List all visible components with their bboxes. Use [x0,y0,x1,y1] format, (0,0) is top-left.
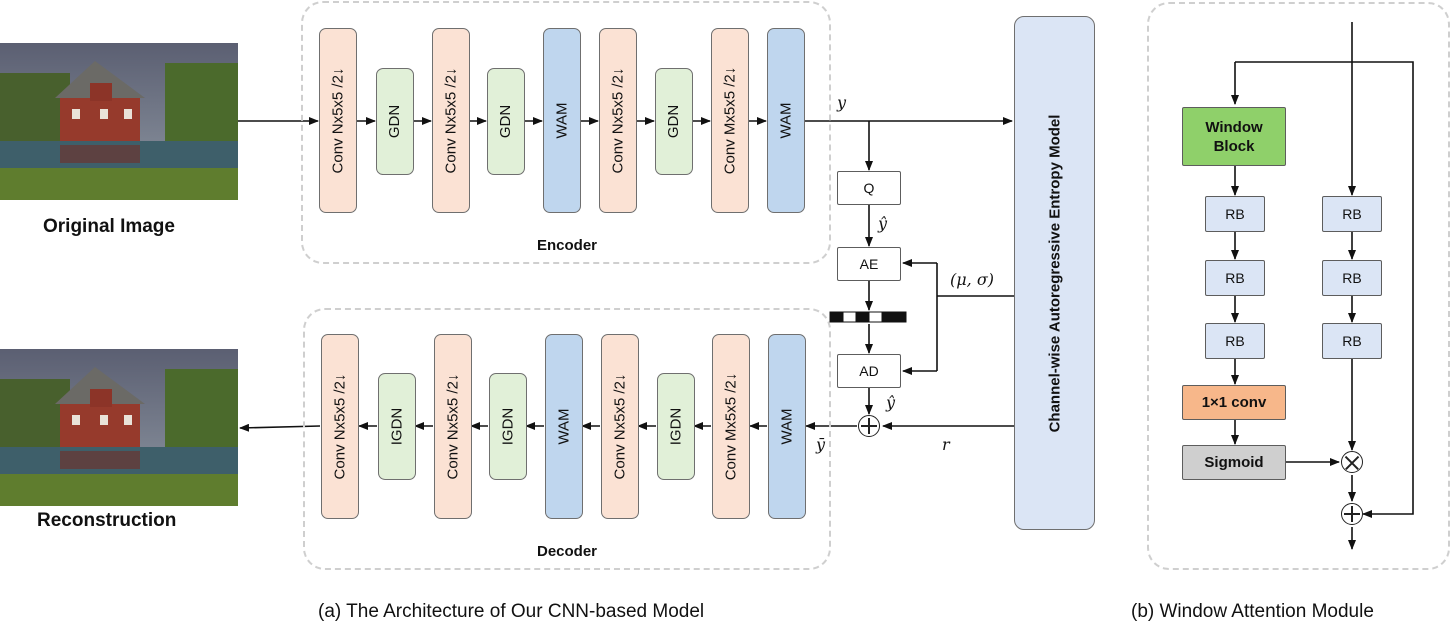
quantizer-box: Q [837,171,901,205]
rb-left-2: RB [1205,260,1265,296]
wam-frame [1147,2,1450,570]
encoder-wam-1: WAM [543,28,581,213]
residual-add-operator [858,415,880,437]
encoder-conv-3: Conv Nx5x5 /2↓ [599,28,637,213]
decoder-igdn-3: IGDN [657,373,695,480]
original-image-label: Original Image [43,216,175,237]
symbol-y-hat: ŷ [878,214,888,233]
decoder-label: Decoder [537,543,598,560]
encoder-frame [301,1,831,264]
conv-1x1-block: 1×1 conv [1182,385,1286,420]
encoder-gdn-1: GDN [376,68,414,175]
original-image [0,43,238,200]
rb-left-1: RB [1205,196,1265,232]
decoder-wam-1: WAM [545,334,583,519]
decoder-conv-1: Conv Nx5x5 /2↓ [321,334,359,519]
window-block: Window Block [1182,107,1286,166]
encoder-gdn-3: GDN [655,68,693,175]
caption-b: (b) Window Attention Module [1131,601,1374,622]
multiply-operator [1341,451,1363,473]
encoder-wam-2: WAM [767,28,805,213]
arithmetic-encoder-box: AE [837,247,901,281]
decoder-conv-3: Conv Nx5x5 /2↓ [601,334,639,519]
rb-right-2: RB [1322,260,1382,296]
symbol-mu-sigma: (μ, σ) [950,270,994,289]
reconstruction-image [0,349,238,506]
decoder-igdn-2: IGDN [489,373,527,480]
wam-add-operator [1341,503,1363,525]
encoder-label: Encoder [537,237,598,254]
symbol-y-bar: ȳ [816,435,826,454]
rb-left-3: RB [1205,323,1265,359]
rb-right-1: RB [1322,196,1382,232]
encoder-conv-1: Conv Nx5x5 /2↓ [319,28,357,213]
decoder-frame [303,308,831,570]
entropy-model-box: Channel-wise Autoregressive Entropy Mode… [1014,16,1095,530]
encoder-conv-2: Conv Nx5x5 /2↓ [432,28,470,213]
rb-right-3: RB [1322,323,1382,359]
sigmoid-block: Sigmoid [1182,445,1286,480]
decoder-igdn-1: IGDN [378,373,416,480]
arithmetic-decoder-box: AD [837,354,901,388]
symbol-y-hat-2: ŷ [886,393,896,412]
bitstream [829,311,907,323]
decoder-conv-4: Conv Mx5x5 /2↓ [712,334,750,519]
reconstruction-image-label: Reconstruction [37,510,177,531]
symbol-y: y [837,93,847,112]
caption-a: (a) The Architecture of Our CNN-based Mo… [318,601,705,622]
decoder-conv-2: Conv Nx5x5 /2↓ [434,334,472,519]
encoder-gdn-2: GDN [487,68,525,175]
decoder-wam-2: WAM [768,334,806,519]
encoder-conv-4: Conv Mx5x5 /2↓ [711,28,749,213]
symbol-r: r [942,435,950,454]
